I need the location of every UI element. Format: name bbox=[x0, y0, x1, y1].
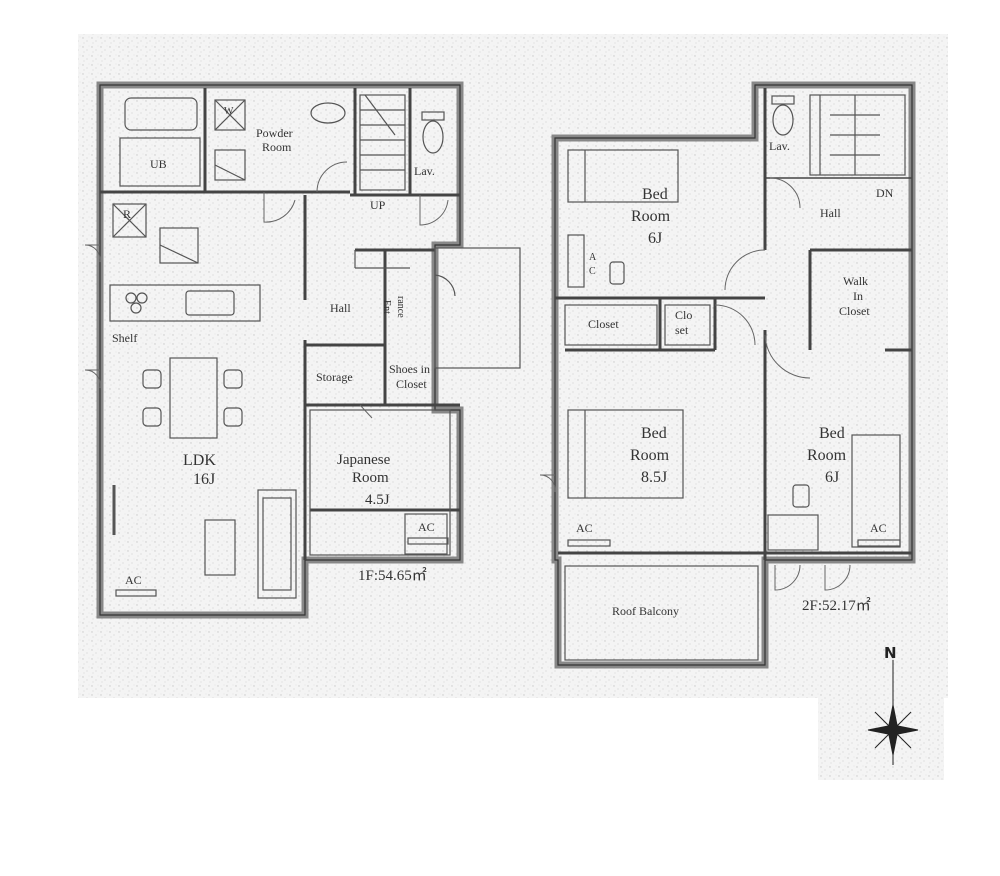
room-label-japanese-line1: Japanese bbox=[337, 452, 391, 468]
room-label-lav-2f: Lav. bbox=[769, 139, 790, 153]
stairs-down-label: DN bbox=[876, 186, 894, 200]
bed-icon bbox=[567, 149, 679, 203]
bathtub-icon bbox=[124, 97, 198, 131]
floor2-fixtures bbox=[564, 94, 906, 661]
room-label-closet2-line1: Clo bbox=[675, 308, 693, 322]
room-label-shoes-closet-line2: Closet bbox=[396, 377, 427, 391]
room-label-storage: Storage bbox=[316, 370, 353, 384]
room-label-bed2-line2: Room bbox=[630, 447, 670, 464]
room-label-ldk-line1: LDK bbox=[183, 452, 216, 469]
bed-icon bbox=[567, 409, 684, 499]
room-label-bed2-line1: Bed bbox=[641, 425, 667, 442]
floor1-walls bbox=[96, 81, 464, 619]
floor1-area-label: 1F:54.65㎡ bbox=[358, 568, 427, 584]
room-label-shelf: Shelf bbox=[112, 331, 138, 345]
ac-label-bed3: AC bbox=[870, 521, 887, 535]
room-label-hall-2f: Hall bbox=[820, 206, 841, 220]
washer-icon bbox=[214, 99, 246, 131]
room-label-walkin-line1: Walk bbox=[843, 274, 869, 288]
ac-label-ldk: AC bbox=[125, 573, 142, 587]
room-label-closet2-line2: set bbox=[675, 323, 689, 337]
room-label-entrance-line1: Ent bbox=[381, 300, 392, 314]
room-label-bed1-line3: 6J bbox=[648, 230, 663, 247]
room-label-closet: Closet bbox=[588, 317, 619, 331]
room-label-bed3-line3: 6J bbox=[825, 469, 840, 486]
room-label-lav-1f: Lav. bbox=[414, 164, 435, 178]
room-label-bed1-line1: Bed bbox=[642, 186, 668, 203]
room-label-shoes-closet-line1: Shoes in bbox=[389, 362, 431, 376]
room-label-ub: UB bbox=[150, 157, 167, 171]
floor1-interior bbox=[100, 88, 460, 560]
room-label-bed3-line1: Bed bbox=[819, 425, 845, 442]
dining-table bbox=[169, 357, 218, 439]
stairs-up-label: UP bbox=[370, 198, 386, 212]
room-label-japanese-line3: 4.5J bbox=[365, 492, 390, 508]
toilet-icon bbox=[771, 95, 795, 136]
ac-label-bed1-c: C bbox=[589, 266, 596, 277]
room-label-roof-balcony: Roof Balcony bbox=[612, 604, 679, 618]
stairs-down-icon bbox=[809, 94, 906, 176]
floor2-doors bbox=[539, 177, 851, 591]
room-label-powder-line2: Room bbox=[262, 140, 292, 154]
compass-north-label: N bbox=[884, 644, 897, 662]
ac-label-japanese: AC bbox=[418, 520, 435, 534]
compass-background bbox=[818, 640, 944, 780]
room-label-powder-line1: Powder bbox=[256, 126, 293, 140]
room-label-japanese-line2: Room bbox=[352, 470, 389, 486]
room-label-ldk-line2: 16J bbox=[193, 471, 216, 488]
ac-label-bed1-a: A bbox=[589, 252, 597, 263]
room-label-bed2-line3: 8.5J bbox=[641, 469, 668, 486]
stove-icon bbox=[125, 292, 137, 304]
room-label-hall-1f: Hall bbox=[330, 301, 351, 315]
low-table-icon bbox=[204, 519, 236, 576]
room-label-walkin-line3: Closet bbox=[839, 304, 870, 318]
room-label-entrance-line2: rance bbox=[395, 296, 406, 318]
floor2-interior bbox=[555, 88, 912, 560]
stairs-up-icon bbox=[359, 94, 406, 191]
room-label-bed3-line2: Room bbox=[807, 447, 847, 464]
compass-rose-icon bbox=[867, 660, 919, 765]
site-background bbox=[78, 34, 948, 698]
bed-icon bbox=[851, 434, 901, 548]
fridge-label: R bbox=[123, 207, 132, 221]
ac-label-bed2: AC bbox=[576, 521, 593, 535]
floor1-fixtures bbox=[109, 94, 521, 599]
floor1-doors bbox=[84, 161, 449, 419]
room-label-walkin-line2: In bbox=[853, 289, 863, 303]
basin-icon bbox=[310, 102, 346, 124]
room-label-bed1-line2: Room bbox=[631, 208, 671, 225]
fridge-icon bbox=[112, 203, 147, 238]
floor2-area-label: 2F:52.17㎡ bbox=[802, 598, 871, 614]
sofa-icon bbox=[257, 489, 297, 599]
toilet-icon bbox=[421, 111, 445, 154]
washer-label: W bbox=[224, 106, 234, 117]
kitchen-counter bbox=[109, 284, 261, 322]
